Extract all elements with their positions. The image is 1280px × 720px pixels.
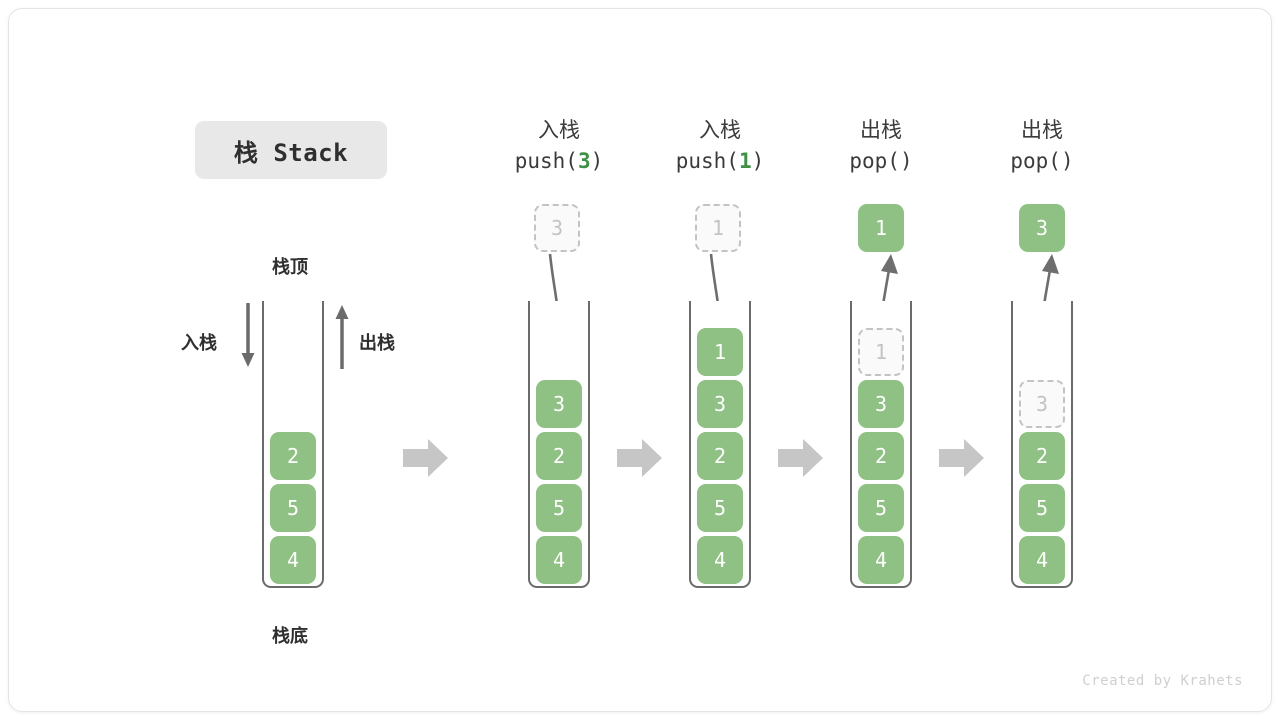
stack-cell: 3 — [697, 380, 743, 428]
popped-value: 1 — [858, 204, 904, 252]
stack-cell-ghost: 1 — [858, 328, 904, 376]
stack-bottom-label: 栈底 — [272, 626, 308, 647]
stack-cell: 2 — [858, 432, 904, 480]
step-operation-code: pop() — [849, 149, 913, 173]
step-operation-code: push(1) — [675, 149, 765, 173]
stack-cell: 4 — [1019, 536, 1065, 584]
transition-arrow-1 — [403, 439, 448, 477]
stack-cell: 3 — [858, 380, 904, 428]
step-header-push-3: 入栈 push(3) — [479, 115, 639, 177]
pop-direction-arrow-icon — [335, 305, 349, 369]
stack-cell: 2 — [1019, 432, 1065, 480]
step-header-push-1: 入栈 push(1) — [640, 115, 800, 177]
credit-text: Created by Krahets — [1082, 673, 1243, 689]
stack-cell: 5 — [270, 484, 316, 532]
stack-cell: 4 — [270, 536, 316, 584]
transition-arrow-2 — [616, 439, 662, 477]
transition-arrow-3 — [777, 439, 823, 477]
step-operation-label: 出栈 — [1021, 118, 1063, 142]
step-operation-code: pop() — [1010, 149, 1074, 173]
push-direction-arrow-icon — [241, 303, 255, 367]
step-header-pop-1: 出栈 pop() — [801, 115, 961, 177]
step-operation-argument: 3 — [577, 149, 591, 173]
step-operation-label: 出栈 — [860, 118, 902, 142]
pop-direction-label: 出栈 — [359, 333, 395, 354]
transition-arrow-4 — [938, 439, 984, 477]
popped-value: 3 — [1019, 204, 1065, 252]
stack-cell: 5 — [536, 484, 582, 532]
stack-cell: 2 — [536, 432, 582, 480]
stack-cell: 5 — [1019, 484, 1065, 532]
step-operation-code: push(3) — [514, 149, 604, 173]
step-operation-argument: 1 — [738, 149, 752, 173]
diagram-title-badge: 栈 Stack — [195, 121, 387, 179]
stack-cell-ghost: 3 — [1019, 380, 1065, 428]
stack-cell: 1 — [697, 328, 743, 376]
step-header-pop-3: 出栈 pop() — [962, 115, 1122, 177]
step-operation-label: 入栈 — [538, 118, 580, 142]
stack-cell: 2 — [270, 432, 316, 480]
stack-cell: 5 — [858, 484, 904, 532]
incoming-value-ghost: 3 — [534, 204, 580, 252]
step-operation-label: 入栈 — [699, 118, 741, 142]
incoming-value-ghost: 1 — [695, 204, 741, 252]
page-title: 栈 Stack — [233, 138, 349, 167]
stack-cell: 5 — [697, 484, 743, 532]
stack-cell: 4 — [536, 536, 582, 584]
stack-cell: 4 — [697, 536, 743, 584]
stack-cell: 3 — [536, 380, 582, 428]
stack-cell: 4 — [858, 536, 904, 584]
push-direction-label: 入栈 — [181, 333, 217, 354]
stack-cell: 2 — [697, 432, 743, 480]
stack-top-label: 栈顶 — [272, 257, 308, 278]
